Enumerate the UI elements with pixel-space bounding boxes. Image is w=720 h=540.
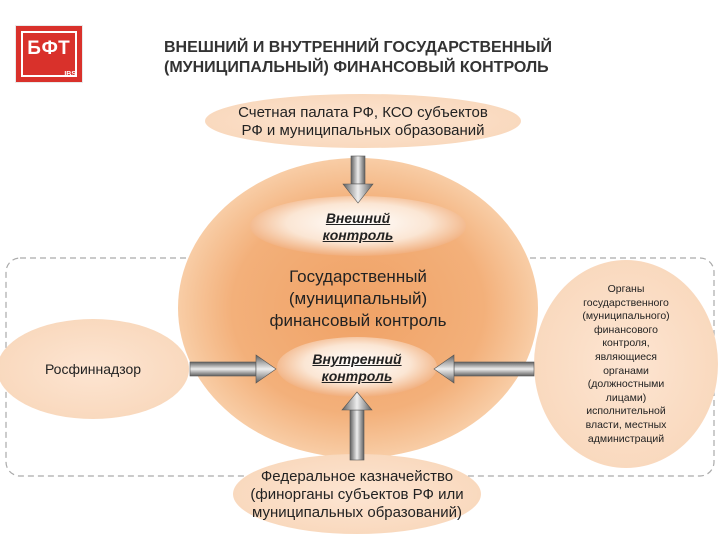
bottom-node-label: Федеральное казначейство (финорганы субъ… xyxy=(250,468,464,521)
arrow-down-top xyxy=(342,155,374,204)
arrow-up-bottom xyxy=(341,391,373,461)
internal-control-ellipse xyxy=(277,337,437,397)
right-node-label: Органы государственного (муниципального)… xyxy=(582,283,670,445)
center-label: Государственный (муниципальный) финансов… xyxy=(269,267,447,330)
bft-logo: БФТ IBS xyxy=(16,26,82,82)
right-node-ellipse xyxy=(534,260,718,468)
logo-text: БФТ xyxy=(27,38,71,59)
top-node-label: Счетная палата РФ, КСО субъектов РФ и му… xyxy=(238,104,488,139)
logo-frame xyxy=(21,31,77,77)
logo-sub: IBS xyxy=(64,71,76,78)
bottom-node-ellipse xyxy=(233,454,481,534)
top-node-ellipse xyxy=(205,94,521,148)
page-title: ВНЕШНИЙ И ВНУТРЕННИЙ ГОСУДАРСТВЕННЫЙ (МУ… xyxy=(164,39,552,76)
left-node-label: Росфиннадзор xyxy=(44,361,142,377)
external-control-ellipse xyxy=(250,196,466,256)
external-control-label: Внешний контроль xyxy=(322,210,394,243)
arrow-left-right xyxy=(433,354,535,384)
internal-control-label: Внутренний контроль xyxy=(312,351,402,384)
left-node-ellipse xyxy=(0,319,189,419)
arrow-right-left xyxy=(189,354,277,384)
